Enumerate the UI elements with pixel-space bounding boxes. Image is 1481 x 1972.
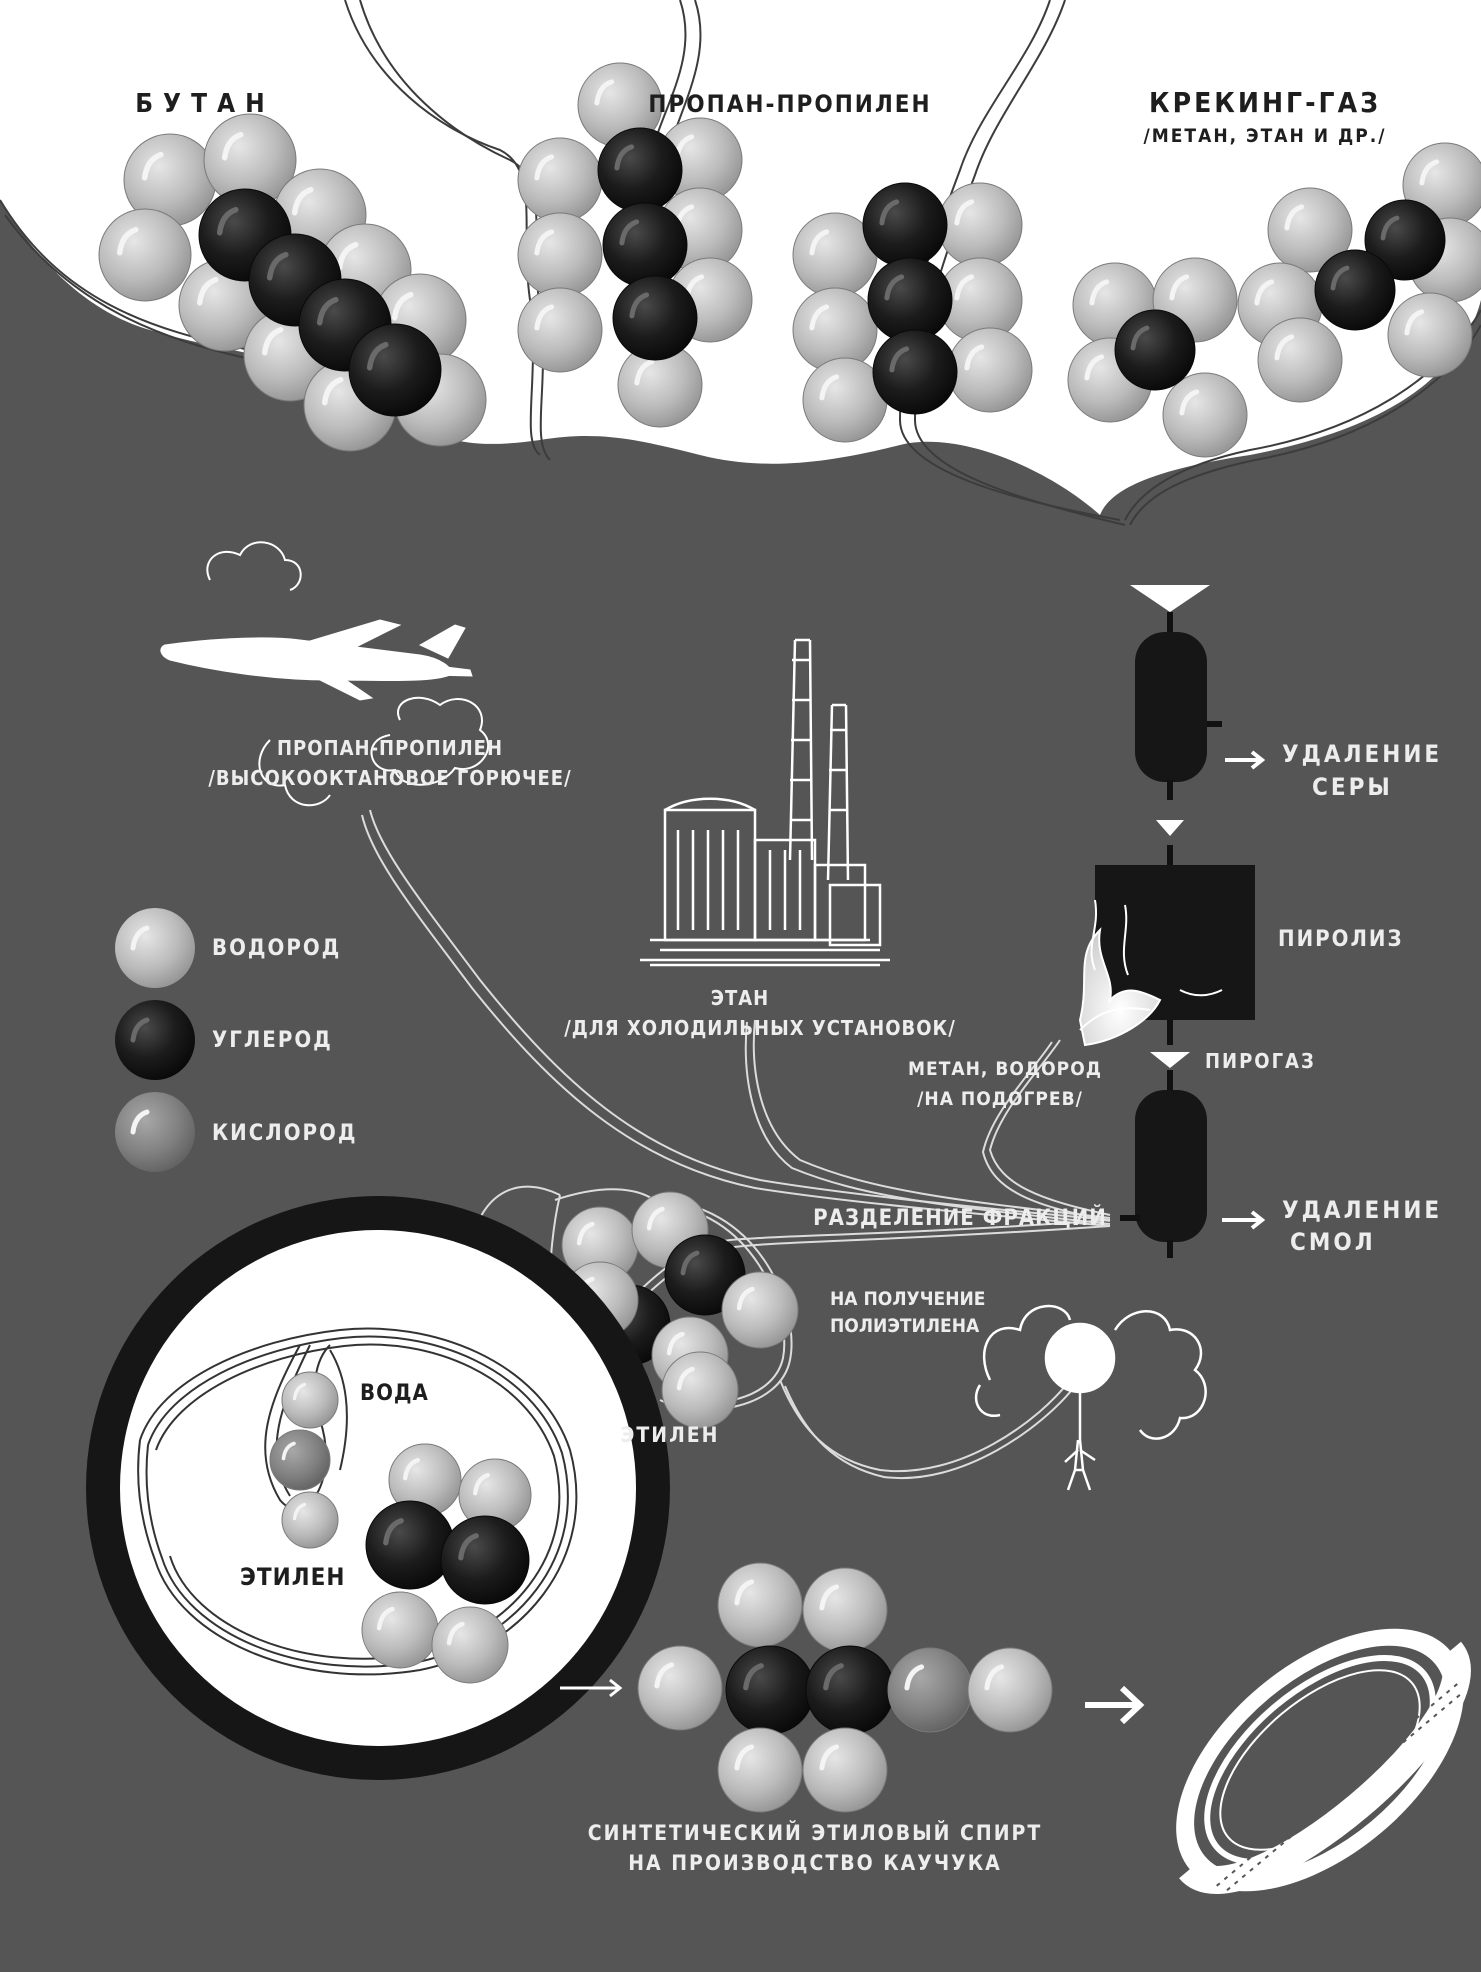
hydrogen-atom: [282, 1492, 338, 1548]
hydrogen-atom: [722, 1272, 798, 1348]
label-methane-1: МЕТАН, ВОДОРОД: [908, 1058, 1102, 1080]
legend-carbon: УГЛЕРОД: [212, 1028, 333, 1053]
hydrogen-atom: [638, 1646, 722, 1730]
legend-carbon-dot: [115, 1000, 195, 1080]
legend-oxygen-dot: [115, 1092, 195, 1172]
carbon-atom: [441, 1516, 529, 1604]
carbon-atom: [806, 1646, 894, 1734]
hydrogen-atom: [362, 1592, 438, 1668]
label-ethane-2: /ДЛЯ ХОЛОДИЛЬНЫХ УСТАНОВОК/: [564, 1016, 956, 1040]
label-ethylene: ЭТИЛЕН: [621, 1423, 720, 1447]
hydrogen-atom: [662, 1352, 738, 1428]
oxygen-atom: [270, 1430, 330, 1490]
hydrogen-atom: [518, 138, 602, 222]
tar-removal-vessel: [1135, 1090, 1207, 1242]
legend-hydrogen: ВОДОРОД: [212, 936, 341, 961]
hydrogen-atom: [968, 1648, 1052, 1732]
carbon-atom: [349, 324, 441, 416]
label-cracking-gas: КРЕКИНГ-ГАЗ: [1149, 86, 1381, 119]
label-sulfur-removal-1: УДАЛЕНИЕ: [1282, 740, 1442, 768]
hydrogen-atom: [718, 1728, 802, 1812]
carbon-atom: [598, 128, 682, 212]
carbon-atom: [1115, 310, 1195, 390]
hydrogen-atom: [803, 1568, 887, 1652]
label-sulfur-removal-2: СЕРЫ: [1312, 773, 1393, 801]
label-alcohol-1: СИНТЕТИЧЕСКИЙ ЭТИЛОВЫЙ СПИРТ: [588, 1820, 1043, 1845]
hydrogen-atom: [1163, 373, 1247, 457]
carbon-atom: [366, 1501, 454, 1589]
hydrogen-atom: [718, 1563, 802, 1647]
hydrogen-atom: [518, 213, 602, 297]
hydrogen-atom: [432, 1607, 508, 1683]
carbon-atom: [868, 258, 952, 342]
carbon-atom: [603, 203, 687, 287]
oxygen-atom: [888, 1648, 972, 1732]
carbon-atom: [613, 276, 697, 360]
label-tar-removal-2: СМОЛ: [1290, 1228, 1376, 1256]
hydrogen-atom: [1388, 293, 1472, 377]
hydrogen-atom: [938, 183, 1022, 267]
label-ethane-1: ЭТАН: [711, 986, 769, 1010]
label-alcohol-2: НА ПРОИЗВОДСТВО КАУЧУКА: [628, 1851, 1002, 1875]
label-tar-removal-1: УДАЛЕНИЕ: [1282, 1196, 1442, 1224]
label-pyrogas: ПИРОГАЗ: [1205, 1049, 1316, 1073]
legend-oxygen: КИСЛОРОД: [212, 1121, 357, 1146]
label-butane: БУТАН: [135, 89, 275, 119]
carbon-atom: [873, 330, 957, 414]
carbon-atom: [1315, 250, 1395, 330]
desulfurization-vessel: [1135, 632, 1207, 782]
label-ethylene-inner: ЭТИЛЕН: [240, 1563, 345, 1591]
hydrogen-atom: [99, 209, 191, 301]
label-propane-fuel-2: /ВЫСОКООКТАНОВОЕ ГОРЮЧЕЕ/: [208, 766, 571, 790]
label-water: ВОДА: [360, 1381, 429, 1406]
carbon-atom: [863, 183, 947, 267]
hydrogen-atom: [282, 1372, 338, 1428]
label-polyethylene-1: НА ПОЛУЧЕНИЕ: [830, 1288, 985, 1310]
label-pyrolysis: ПИРОЛИЗ: [1278, 927, 1404, 952]
label-fraction-separation: РАЗДЕЛЕНИЕ ФРАКЦИЙ: [813, 1205, 1107, 1231]
label-propane-propylene: ПРОПАН-ПРОПИЛЕН: [648, 90, 931, 118]
carbon-atom: [726, 1646, 814, 1734]
label-propane-fuel-1: ПРОПАН-ПРОПИЛЕН: [277, 736, 503, 760]
label-cracking-gas-note: /МЕТАН, ЭТАН И ДР./: [1143, 125, 1386, 147]
legend-hydrogen-dot: [115, 908, 195, 988]
label-methane-2: /НА ПОДОГРЕВ/: [917, 1088, 1083, 1110]
hydrogen-atom: [1258, 318, 1342, 402]
legend: ВОДОРОД УГЛЕРОД КИСЛОРОД: [115, 908, 357, 1172]
hydrogen-atom: [518, 288, 602, 372]
hydrogen-atom: [948, 328, 1032, 412]
label-polyethylene-2: ПОЛИЭТИЛЕНА: [830, 1315, 980, 1337]
hydrogen-atom: [803, 1728, 887, 1812]
